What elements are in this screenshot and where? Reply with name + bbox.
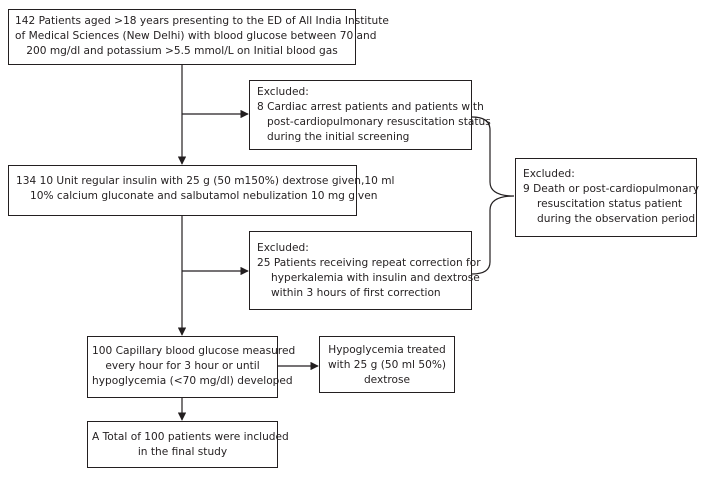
measured-line: 100 Capillary blood glucose measured bbox=[92, 345, 296, 357]
excluded-box-2: Excluded: 25 Patients receiving repeat c… bbox=[249, 231, 481, 310]
hypoglycemia-box: Hypoglycemia treated with 25 g (50 ml 50… bbox=[319, 336, 455, 393]
hypoglycemia-line: dextrose bbox=[363, 374, 411, 386]
final-box: A Total of 100 patients were included in… bbox=[87, 421, 289, 468]
excluded-line: during the observation period bbox=[537, 213, 696, 225]
final-line: A Total of 100 patients were included bbox=[92, 431, 289, 443]
excluded-box-3: Excluded: 9 Death or post-cardiopulmonar… bbox=[515, 158, 700, 237]
excluded-label: Excluded: bbox=[257, 242, 309, 254]
final-line: in the final study bbox=[137, 446, 228, 458]
excluded-label: Excluded: bbox=[257, 86, 309, 98]
excluded-line: 8 Cardiac arrest patients and patients w… bbox=[257, 101, 484, 113]
treated-line: 134 10 Unit regular insulin with 25 g (5… bbox=[16, 175, 395, 187]
excluded-line: post-cardiopulmonary resuscitation statu… bbox=[267, 116, 491, 128]
excluded-label: Excluded: bbox=[523, 168, 575, 180]
treated-box: 134 10 Unit regular insulin with 25 g (5… bbox=[8, 165, 395, 216]
excluded-line: 9 Death or post-cardiopulmonary bbox=[523, 183, 700, 195]
measured-line: every hour for 3 hour or until bbox=[105, 360, 260, 372]
hypoglycemia-line: Hypoglycemia treated bbox=[328, 344, 446, 356]
excluded-line: within 3 hours of first correction bbox=[271, 287, 441, 299]
excluded-line: resuscitation status patient bbox=[537, 198, 683, 210]
hypoglycemia-line: with 25 g (50 ml 50%) bbox=[327, 359, 447, 371]
brace-excluded bbox=[471, 116, 515, 275]
enrolled-line: 142 Patients aged >18 years presenting t… bbox=[15, 15, 389, 27]
treated-line: 10% calcium gluconate and salbutamol neb… bbox=[30, 190, 378, 202]
excluded-line: hyperkalemia with insulin and dextrose bbox=[271, 272, 480, 284]
excluded-box-1: Excluded: 8 Cardiac arrest patients and … bbox=[249, 80, 491, 150]
enrolled-line: of Medical Sciences (New Delhi) with blo… bbox=[15, 30, 377, 42]
measured-line: hypoglycemia (<70 mg/dl) developed bbox=[92, 375, 293, 387]
excluded-line: during the initial screening bbox=[267, 131, 410, 143]
measured-box: 100 Capillary blood glucose measured eve… bbox=[87, 336, 296, 398]
enrolled-line: 200 mg/dl and potassium >5.5 mmol/L on I… bbox=[26, 45, 338, 57]
excluded-line: 25 Patients receiving repeat correction … bbox=[257, 257, 481, 269]
enrolled-box: 142 Patients aged >18 years presenting t… bbox=[8, 9, 389, 65]
